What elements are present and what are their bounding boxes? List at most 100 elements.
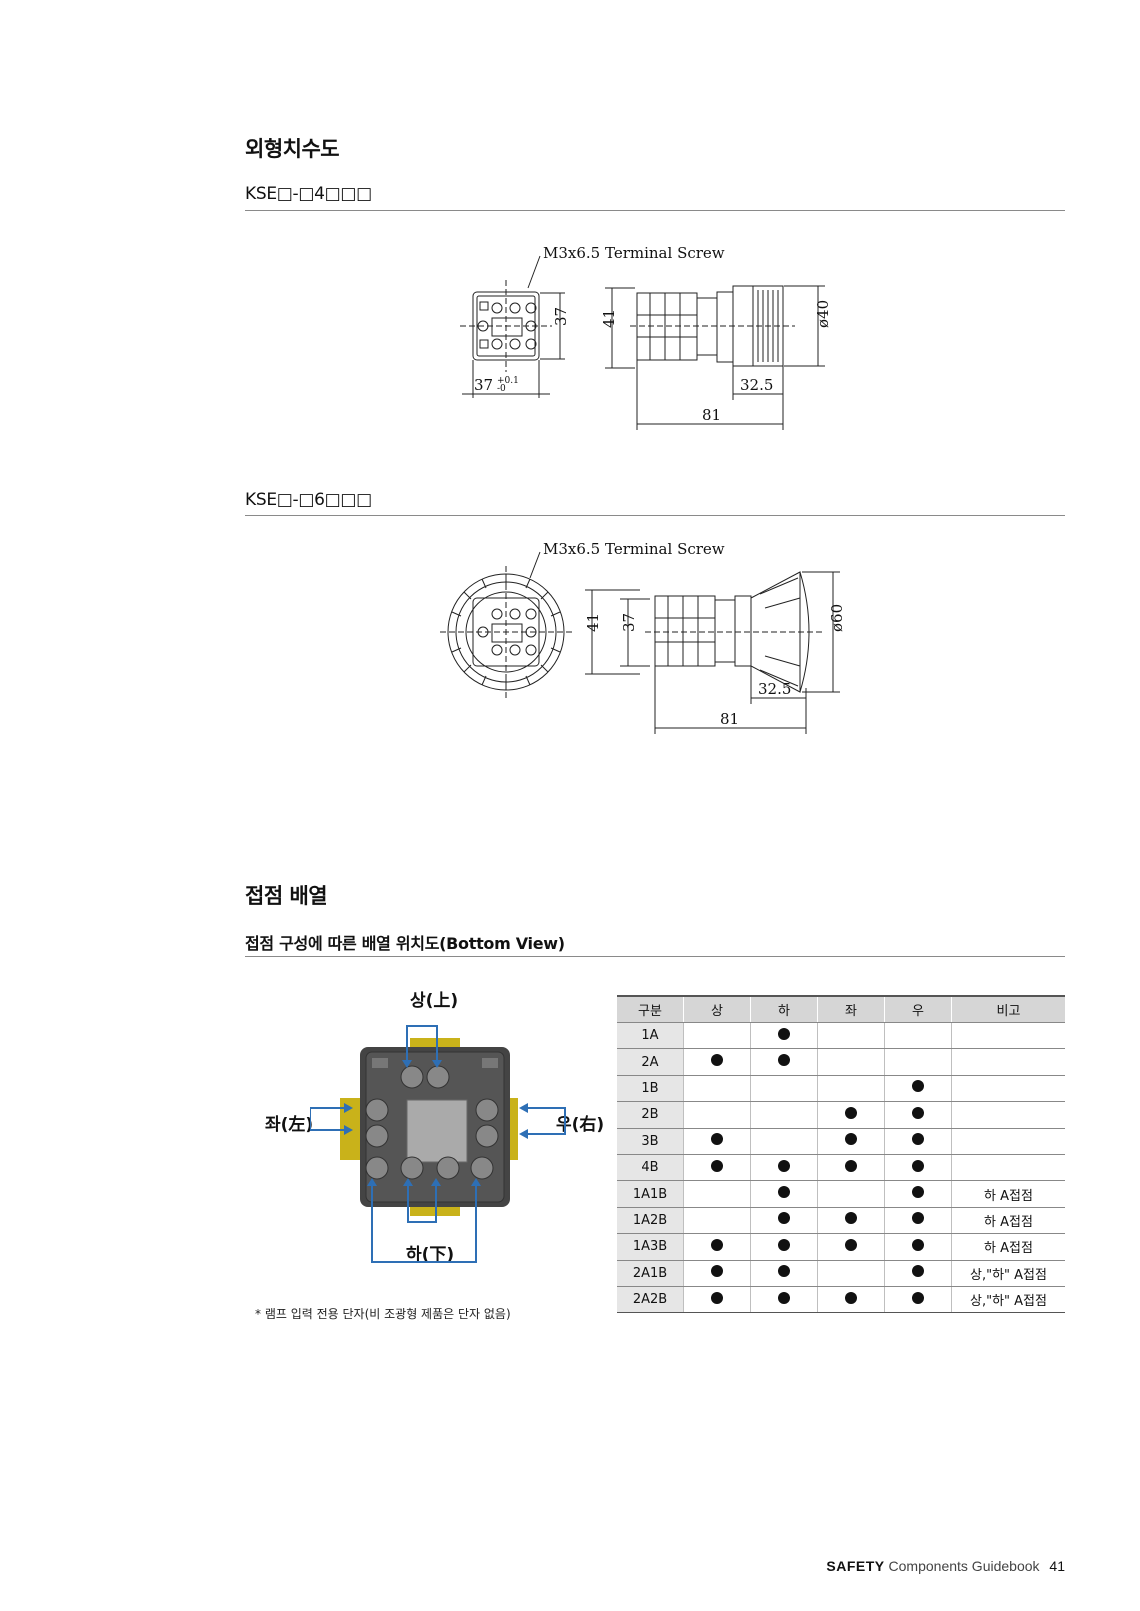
contact-cell bbox=[817, 1260, 885, 1287]
contact-dot bbox=[711, 1159, 723, 1172]
row-note bbox=[951, 1075, 1065, 1103]
table-row: 1A1B 하 A접점 bbox=[617, 1180, 1065, 1208]
contact-cell bbox=[884, 1075, 952, 1103]
table-row: 1A bbox=[617, 1022, 1065, 1050]
contact-cell bbox=[750, 1260, 818, 1287]
contact-cell bbox=[817, 1128, 885, 1155]
table-row: 2A2B 상,"하" A접점 bbox=[617, 1286, 1065, 1314]
contact-dot bbox=[845, 1106, 857, 1119]
contact-dot bbox=[912, 1212, 924, 1225]
row-note bbox=[951, 1101, 1065, 1129]
row-label: 1A bbox=[617, 1022, 684, 1050]
col-header: 상 bbox=[683, 995, 751, 1023]
row-note: 상,"하" A접점 bbox=[951, 1260, 1065, 1287]
table-row: 2A1B 상,"하" A접점 bbox=[617, 1260, 1065, 1287]
contact-dot bbox=[711, 1265, 723, 1278]
label-bottom: 하(下) bbox=[406, 1245, 455, 1265]
contact-dot bbox=[845, 1133, 857, 1146]
contact-cell bbox=[683, 1022, 751, 1050]
divider bbox=[245, 210, 1065, 211]
table-row: 2A bbox=[617, 1048, 1065, 1076]
contact-dot bbox=[778, 1291, 790, 1304]
row-label: 2A bbox=[617, 1048, 684, 1076]
svg-text:32.5: 32.5 bbox=[740, 376, 773, 394]
contact-cell bbox=[817, 1022, 885, 1050]
contact-cell bbox=[750, 1207, 818, 1235]
row-label: 2A1B bbox=[617, 1260, 684, 1287]
row-note: 하 A접점 bbox=[951, 1180, 1065, 1208]
row-note bbox=[951, 1128, 1065, 1155]
contact-dot bbox=[845, 1159, 857, 1172]
contact-cell bbox=[884, 1286, 952, 1314]
table-row: 2B bbox=[617, 1101, 1065, 1129]
row-note bbox=[951, 1048, 1065, 1076]
contact-dot bbox=[912, 1238, 924, 1251]
contact-dot bbox=[711, 1291, 723, 1304]
contact-cell bbox=[884, 1154, 952, 1182]
row-label: 1B bbox=[617, 1075, 684, 1103]
label-right: 우(右) bbox=[556, 1115, 605, 1135]
row-note: 하 A접점 bbox=[951, 1207, 1065, 1235]
contact-cell bbox=[683, 1233, 751, 1261]
contact-dot bbox=[912, 1186, 924, 1199]
contact-cell bbox=[817, 1075, 885, 1103]
row-note: 상,"하" A접점 bbox=[951, 1286, 1065, 1314]
contact-dot bbox=[778, 1238, 790, 1251]
contact-cell bbox=[884, 1128, 952, 1155]
col-header: 비고 bbox=[951, 995, 1065, 1023]
divider bbox=[245, 956, 1065, 957]
contact-cell bbox=[683, 1207, 751, 1235]
col-header: 하 bbox=[750, 995, 818, 1023]
contact-cell bbox=[884, 1022, 952, 1050]
table-row: 3B bbox=[617, 1128, 1065, 1155]
row-note bbox=[951, 1154, 1065, 1182]
label-left: 좌(左) bbox=[265, 1115, 314, 1135]
footer: SAFETY Components Guidebook 41 bbox=[826, 1558, 1065, 1574]
svg-text:37: 37 bbox=[620, 613, 638, 632]
contact-cell bbox=[750, 1286, 818, 1314]
contact-cell bbox=[750, 1022, 818, 1050]
model-4-label: KSE□-□4□□□ bbox=[245, 184, 372, 204]
contact-cell bbox=[884, 1260, 952, 1287]
contact-cell bbox=[817, 1286, 885, 1314]
drawing-kse4: M3x6.5 Terminal Screw 37 41 37 +0.1 -0 3… bbox=[460, 244, 832, 430]
footer-text: Components Guidebook bbox=[888, 1558, 1040, 1574]
drawing-kse6: M3x6.5 Terminal Screw 41 37 32.5 81 ø60 bbox=[440, 540, 846, 734]
divider bbox=[245, 515, 1065, 516]
svg-text:41: 41 bbox=[584, 613, 602, 632]
label-top: 상(上) bbox=[410, 991, 459, 1011]
contact-cell bbox=[817, 1233, 885, 1261]
contact-cell bbox=[817, 1101, 885, 1129]
svg-text:ø60: ø60 bbox=[828, 604, 846, 632]
table-row: 4B bbox=[617, 1154, 1065, 1182]
contact-cell bbox=[683, 1260, 751, 1287]
contact-dot bbox=[845, 1238, 857, 1251]
contact-dot bbox=[711, 1054, 723, 1067]
contact-cell bbox=[750, 1233, 818, 1261]
footer-brand: SAFETY bbox=[826, 1558, 885, 1574]
contact-cell bbox=[817, 1048, 885, 1076]
row-label: 2A2B bbox=[617, 1286, 684, 1314]
contact-cell bbox=[750, 1154, 818, 1182]
contact-dot bbox=[912, 1159, 924, 1172]
row-label: 1A3B bbox=[617, 1233, 684, 1261]
row-note bbox=[951, 1022, 1065, 1050]
contact-cell bbox=[683, 1101, 751, 1129]
contact-dot bbox=[778, 1186, 790, 1199]
svg-text:ø40: ø40 bbox=[814, 300, 832, 328]
contact-dot bbox=[912, 1133, 924, 1146]
row-label: 1A1B bbox=[617, 1180, 684, 1208]
contact-cell bbox=[884, 1233, 952, 1261]
row-label: 1A2B bbox=[617, 1207, 684, 1235]
contact-cell bbox=[817, 1207, 885, 1235]
contact-cell bbox=[683, 1180, 751, 1208]
col-header: 구분 bbox=[617, 995, 684, 1023]
svg-text:37: 37 bbox=[552, 307, 570, 326]
page-number: 41 bbox=[1049, 1558, 1065, 1574]
contact-cell bbox=[884, 1207, 952, 1235]
contact-dot bbox=[912, 1291, 924, 1304]
contact-dot bbox=[778, 1027, 790, 1040]
contact-cell bbox=[683, 1075, 751, 1103]
contact-cell bbox=[683, 1286, 751, 1314]
